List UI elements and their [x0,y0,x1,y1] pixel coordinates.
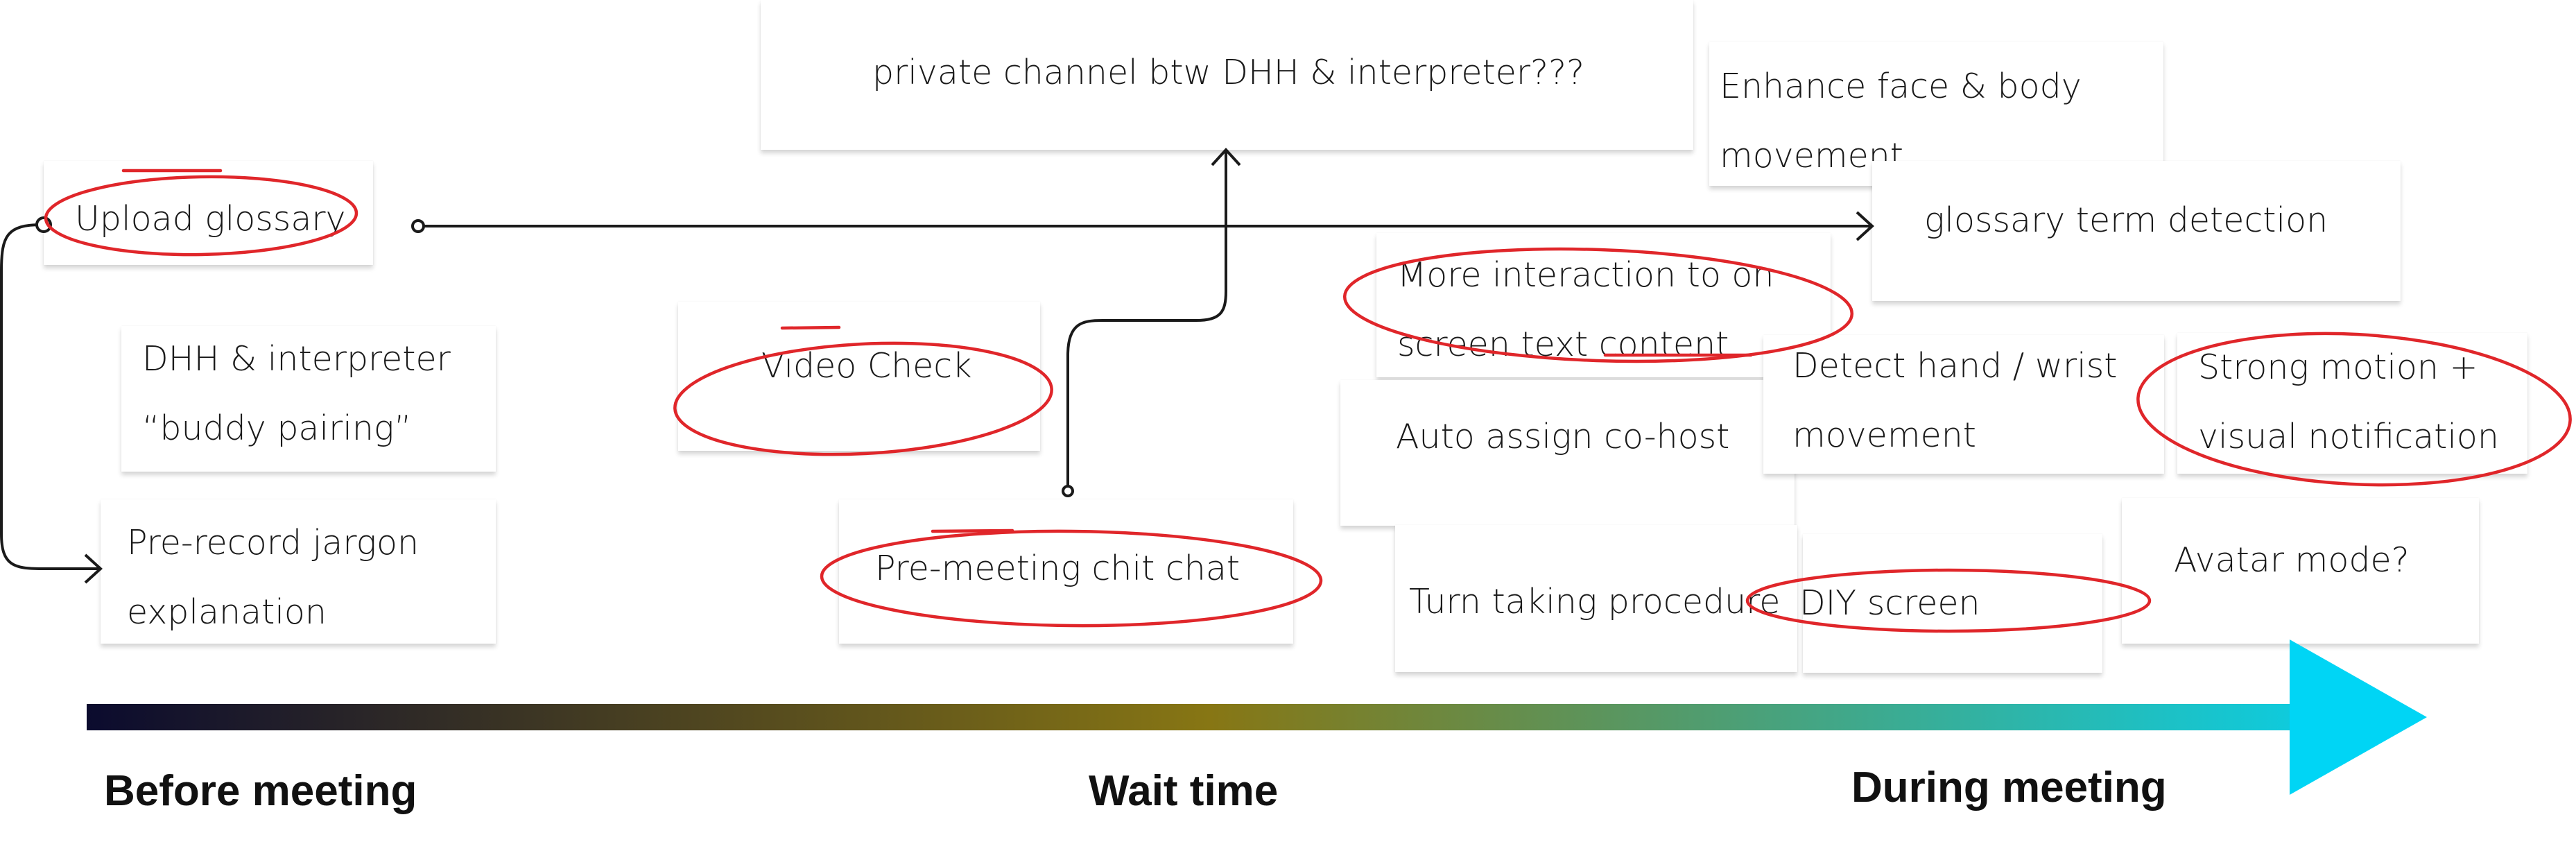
phase-label-during-meeting: During meeting [1851,764,2167,811]
connector-upload-to-detection-head [1856,211,1874,241]
connectors [0,148,1874,584]
note-detect-hand-text: Detect hand / wrist movement [1792,346,2118,455]
timeline-arrow [87,639,2427,795]
timeline-bar [87,704,2316,730]
note-auto-cohost[interactable] [1340,380,1795,526]
connector-chat-to-private-channel [1066,150,1227,491]
phase-label-before-meeting: Before meeting [104,767,417,815]
note-buddy-pairing[interactable] [121,326,496,472]
highlight-more-interaction [1342,247,1854,363]
phase-label-wait-time: Wait time [1089,767,1279,815]
note-avatar-mode[interactable] [2122,498,2479,644]
note-diy-screen-text: DIY screen [1799,583,1980,623]
highlight-upload-glossary [44,175,358,257]
note-turn-taking-text: Turn taking procedure [1409,582,1781,621]
highlight-diy-screen [1745,568,2152,633]
connector-upload-to-prerecord-head [84,553,103,584]
note-private-channel-text: private channel btw DHH & interpreter??? [872,53,1585,92]
connector-detection-start-dot [411,219,425,233]
note-pre-meeting-chat[interactable] [839,499,1293,644]
note-pre-record[interactable] [101,499,496,644]
note-diy-screen[interactable] [1803,534,2102,673]
note-strong-motion-text: Strong motion + visual notification [2198,347,2499,456]
note-auto-cohost-text: Auto assign co-host [1396,417,1730,456]
note-turn-taking[interactable] [1395,525,1797,672]
connector-chat-start-dot [1062,485,1074,497]
note-avatar-mode-text: Avatar mode? [2174,540,2410,580]
highlight-pre-meeting-chat [820,529,1323,628]
note-buddy-pairing-text: DHH & interpreter “buddy pairing” [142,339,451,448]
note-video-check[interactable] [678,302,1040,451]
note-pre-record-text: Pre-record jargon explanation [127,523,420,632]
highlight-video-check-stroke [780,325,841,330]
note-pre-meeting-chat-text: Pre-meeting chit chat [875,549,1241,588]
timeline-arrowhead [2290,639,2427,795]
note-private-channel[interactable] [761,0,1693,150]
highlight-strong-motion [2136,332,2572,487]
note-video-check-text: Video Check [761,346,972,386]
note-glossary-detection-text: glossary term detection [1924,200,2328,240]
highlight-circles [44,169,2572,633]
highlight-video-check [673,341,1053,456]
connector-chat-to-private-channel-head [1211,148,1241,166]
note-glossary-detection[interactable] [1872,161,2401,301]
note-detect-hand[interactable] [1763,335,2164,474]
note-upload-glossary-text: Upload glossary [75,199,346,239]
connector-upload-to-prerecord [0,223,101,570]
note-strong-motion[interactable] [2177,333,2527,474]
